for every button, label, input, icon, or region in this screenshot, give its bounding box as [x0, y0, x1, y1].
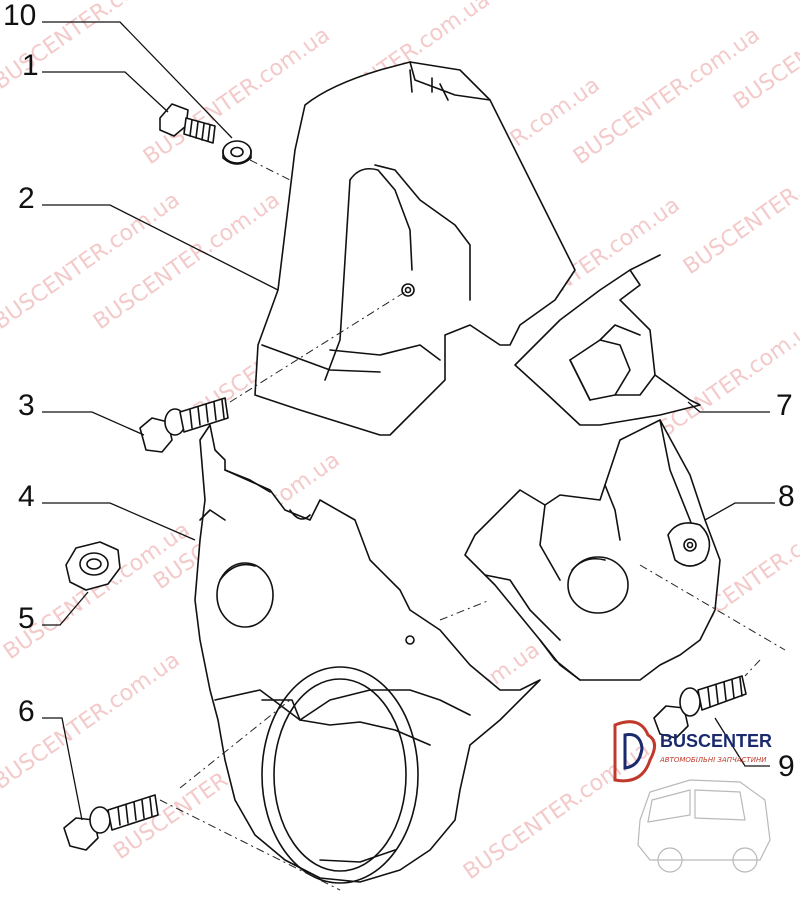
assembly-lines	[159, 159, 786, 891]
callout-4: 4	[18, 480, 35, 513]
washer	[222, 140, 252, 165]
logo-name: BUSCENTER	[660, 731, 772, 751]
callout-labels: 10 1 2 3 4 5 6 7 8 9	[3, 0, 795, 783]
callout-2: 2	[18, 182, 35, 215]
nut	[65, 541, 121, 591]
bolt-9	[653, 675, 747, 739]
watermark-9: BUSCENTER.com.ua	[679, 133, 800, 280]
lower-right-cover	[464, 419, 721, 681]
callout-1: 1	[22, 49, 39, 82]
logo-b-mark	[613, 720, 656, 783]
rear-timing-plate	[194, 424, 541, 884]
upper-timing-cover	[254, 61, 576, 436]
callout-6: 6	[18, 695, 35, 728]
cover-clip	[667, 522, 711, 567]
callout-10: 10	[3, 0, 36, 32]
callout-8: 8	[778, 480, 795, 513]
buscenter-logo: BUSCENTER АВТОМОБІЛЬНІ ЗАПЧАСТИНИ	[613, 720, 772, 873]
callout-7: 7	[776, 389, 793, 422]
callout-5: 5	[18, 602, 35, 635]
bolt-1	[159, 103, 216, 144]
callout-3: 3	[18, 389, 35, 422]
bolt-6	[63, 794, 159, 851]
logo-tagline: АВТОМОБІЛЬНІ ЗАПЧАСТИНИ	[659, 756, 767, 764]
callout-9: 9	[778, 750, 795, 783]
cover-bracket	[514, 254, 701, 426]
van-illustration	[637, 779, 771, 873]
leader-lines	[42, 21, 775, 821]
bolt-3	[139, 397, 229, 453]
